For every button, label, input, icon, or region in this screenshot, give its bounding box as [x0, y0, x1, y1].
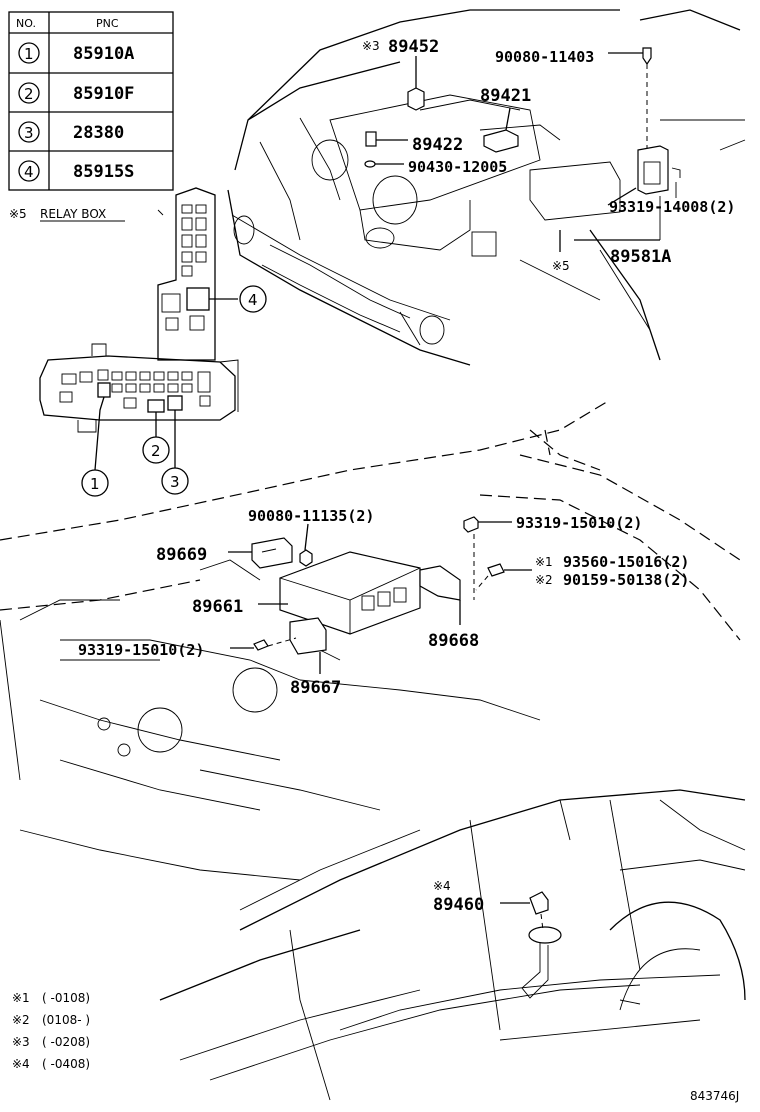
table-row-pnc: 85910F: [73, 84, 134, 104]
part-90159-50138-label: 90159-50138(2): [563, 571, 689, 589]
table-header-pnc: PNC: [96, 17, 119, 30]
part-89661-label: 89661: [192, 597, 243, 617]
footnotes: ※1 ( -0108) ※2 (0108- ) ※3 ( -0208) ※4 (…: [12, 991, 90, 1071]
table-row-pnc: 85910A: [73, 44, 134, 64]
callout-4: 4: [248, 291, 258, 309]
part-93319-15010-left-label: 93319-15010(2): [78, 641, 204, 659]
table-row-no: 1: [24, 45, 34, 63]
note-mark: ※2: [12, 1013, 30, 1027]
relay-box-label: RELAY BOX: [40, 207, 106, 221]
pnc-table: NO. PNC 1 85910A 2 85910F 3 28380 4 8591…: [8, 11, 174, 191]
note-mark: ※4: [12, 1057, 30, 1071]
part-89452-mark: ※3: [362, 39, 380, 53]
diagram-reference-number: 843746J: [690, 1089, 739, 1103]
part-89422-label: 89422: [412, 135, 463, 155]
part-89581a-mark: ※5: [552, 259, 570, 273]
table-row-no: 2: [24, 85, 34, 103]
note-text: ( -0108): [42, 991, 90, 1005]
table-row-no: 4: [24, 163, 34, 181]
part-89668-label: 89668: [428, 631, 479, 651]
engine-bay-illustration: [227, 9, 746, 366]
relay-box-mark: ※5: [9, 207, 27, 221]
part-89667-label: 89667: [290, 678, 341, 698]
part-89452-label: 89452: [388, 37, 439, 57]
part-89581a-label: 89581A: [610, 247, 671, 267]
ecu-mount-illustration: [0, 399, 741, 881]
relay-box-illustration: 4 1 2 3: [39, 187, 267, 497]
part-90080-11403-label: 90080-11403: [495, 48, 594, 66]
callout-1: 1: [90, 475, 100, 493]
callout-3: 3: [170, 473, 180, 491]
part-90430-12005-label: 90430-12005: [408, 158, 507, 176]
note-mark: ※1: [12, 991, 30, 1005]
table-row-pnc: 85915S: [73, 162, 134, 182]
part-90080-11135-label: 90080-11135(2): [248, 507, 374, 525]
note-text: ( -0408): [42, 1057, 90, 1071]
part-90159-mark: ※2: [535, 573, 553, 587]
part-89421-label: 89421: [480, 86, 531, 106]
rear-body-illustration: [159, 789, 746, 1101]
note-text: (0108- ): [42, 1013, 90, 1027]
note-text: ( -0208): [42, 1035, 90, 1049]
part-93319-15010-right-label: 93319-15010(2): [516, 514, 642, 532]
part-89460-mark: ※4: [433, 879, 451, 893]
table-row-no: 3: [24, 124, 34, 142]
part-89460-label: 89460: [433, 895, 484, 915]
part-89669-label: 89669: [156, 545, 207, 565]
part-93319-14008-label: 93319-14008(2): [609, 198, 735, 216]
note-mark: ※3: [12, 1035, 30, 1049]
callout-2: 2: [151, 442, 161, 460]
table-row-pnc: 28380: [73, 123, 124, 143]
table-header-no: NO.: [16, 17, 36, 30]
part-93560-15016-label: 93560-15016(2): [563, 553, 689, 571]
part-93560-mark: ※1: [535, 555, 553, 569]
